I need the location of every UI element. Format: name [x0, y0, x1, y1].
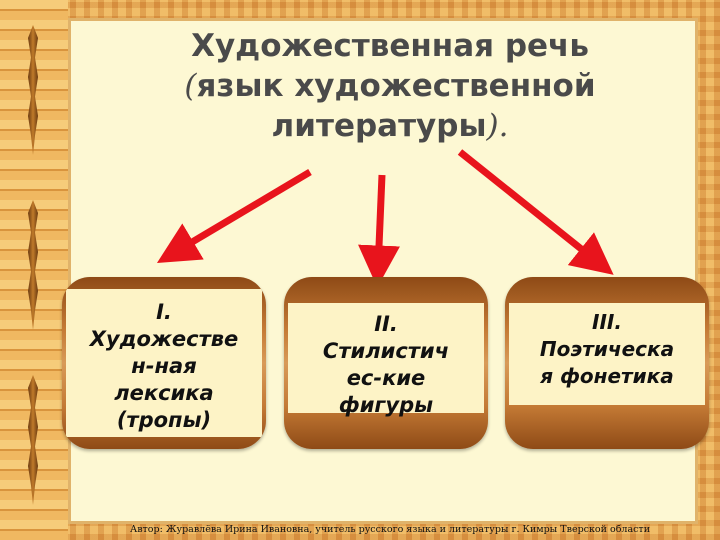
- box-1-line: лексика: [114, 381, 214, 405]
- box-1-line: (тропы): [116, 408, 212, 432]
- category-box-2-panel: [288, 303, 484, 413]
- box-2-line: Стилистич: [322, 339, 450, 363]
- title-line-2: (язык художественной: [150, 66, 630, 106]
- title-line-2-text: язык художественной: [196, 68, 596, 104]
- title-paren-close: ).: [486, 108, 509, 144]
- decorative-spear-icon: [28, 200, 38, 330]
- category-box-1-label: I. Художестве н-ная лексика (тропы): [62, 299, 266, 434]
- box-2-line: II.: [374, 312, 398, 336]
- author-footer: Автор: Журавлёва Ирина Ивановна, учитель…: [130, 524, 651, 535]
- box-1-line: I.: [156, 300, 172, 324]
- category-box-2-label: II. Стилистич ес-кие фигуры: [284, 311, 488, 419]
- box-1-line: Художестве: [89, 327, 239, 351]
- slide-title: Художественная речь (язык художественной…: [150, 26, 630, 146]
- box-1-line: н-ная: [131, 354, 197, 378]
- decorative-spear-icon: [28, 375, 38, 505]
- box-3-line: III.: [592, 310, 622, 334]
- box-2-line: ес-кие: [346, 366, 426, 390]
- category-box-1-panel: [66, 289, 262, 437]
- box-3-line: я фонетика: [540, 364, 674, 388]
- left-decorative-strip: [0, 0, 68, 540]
- category-box-1: I. Художестве н-ная лексика (тропы): [62, 277, 266, 449]
- category-box-3-label: III. Поэтическа я фонетика: [505, 309, 709, 390]
- decorative-spear-icon: [28, 25, 38, 155]
- category-box-2: II. Стилистич ес-кие фигуры: [284, 277, 488, 449]
- title-paren-open: (: [184, 68, 197, 104]
- title-line-3: литературы).: [150, 106, 630, 146]
- category-box-3: III. Поэтическа я фонетика: [505, 277, 709, 449]
- box-3-line: Поэтическа: [539, 337, 675, 361]
- box-2-line: фигуры: [338, 393, 434, 417]
- title-line-3-text: литературы: [271, 108, 487, 144]
- title-line-1: Художественная речь: [191, 28, 589, 64]
- category-box-3-panel: [509, 303, 705, 405]
